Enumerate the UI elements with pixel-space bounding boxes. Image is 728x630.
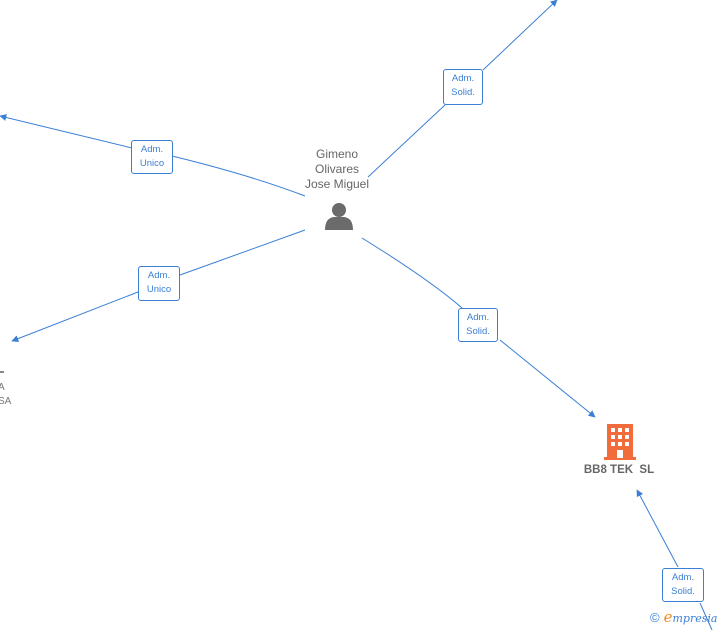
empresia-watermark: ©empresia: [650, 608, 717, 626]
edge-badge-upper-left[interactable]: Adm. Unico: [131, 140, 173, 174]
person-name-line-1: Gimeno: [315, 147, 359, 161]
edge-line-upper-left: [0, 116, 306, 197]
edge-badge-to-company[interactable]: Adm. Solid.: [458, 308, 498, 342]
company-name[interactable]: BB8 TEK SL: [583, 464, 655, 476]
building-icon[interactable]: [604, 424, 636, 465]
offscreen-node-label[interactable]: A SA: [0, 381, 11, 409]
edge-badge-line-2: Solid.: [451, 87, 475, 98]
person-name[interactable]: Gimeno Olivares Jose Miguel: [296, 147, 378, 192]
edge-badge-lower-left[interactable]: Adm. Unico: [138, 266, 180, 301]
edge-badge-line-1: Adm.: [147, 270, 171, 281]
edge-badge-line-2: Unico: [146, 284, 172, 295]
edge-badge-line-1: Adm.: [451, 73, 475, 84]
edge-line-bottom-right: [637, 490, 713, 630]
brand-initial: e: [663, 608, 673, 626]
offscreen-node-label-line-1: A: [0, 382, 5, 393]
offscreen-node-label-line-2: SA: [0, 396, 12, 407]
copyright-symbol: ©: [650, 610, 660, 625]
edge-line-upper-right: [367, 0, 557, 178]
person-name-line-3: Jose Miguel: [304, 177, 370, 191]
edge-badge-line-2: Solid.: [466, 326, 490, 337]
person-name-line-2: Olivares: [314, 162, 359, 176]
edge-line-to-company: [361, 237, 595, 417]
edge-badge-line-1: Adm.: [671, 572, 695, 583]
edge-badge-bottom-right[interactable]: Adm. Solid.: [662, 568, 704, 602]
edge-line-lower-left: [12, 229, 306, 341]
edge-badge-line-2: Unico: [139, 158, 165, 169]
brand-name: mpresia: [672, 612, 718, 625]
edge-badge-line-1: Adm.: [140, 144, 164, 155]
edge-badge-line-2: Solid.: [671, 586, 695, 597]
person-icon[interactable]: [324, 201, 354, 236]
edge-badge-upper-right[interactable]: Adm. Solid.: [443, 69, 483, 105]
offscreen-node-mark: [0, 371, 4, 373]
edge-badge-line-1: Adm.: [466, 312, 490, 323]
